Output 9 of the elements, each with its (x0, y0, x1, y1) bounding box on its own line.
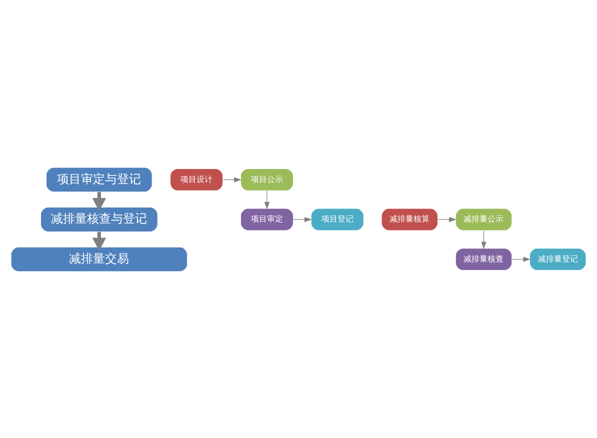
arrow (222, 176, 242, 182)
node-box: 项目审定与登记 (46, 166, 152, 192)
arrow (293, 216, 312, 222)
node-box: 减排量交易 (10, 246, 188, 272)
arrow (512, 256, 531, 262)
arrow (264, 190, 270, 209)
arrow (481, 230, 486, 249)
node-box: 减排量核查与登记 (40, 206, 158, 232)
arrow (438, 216, 456, 222)
